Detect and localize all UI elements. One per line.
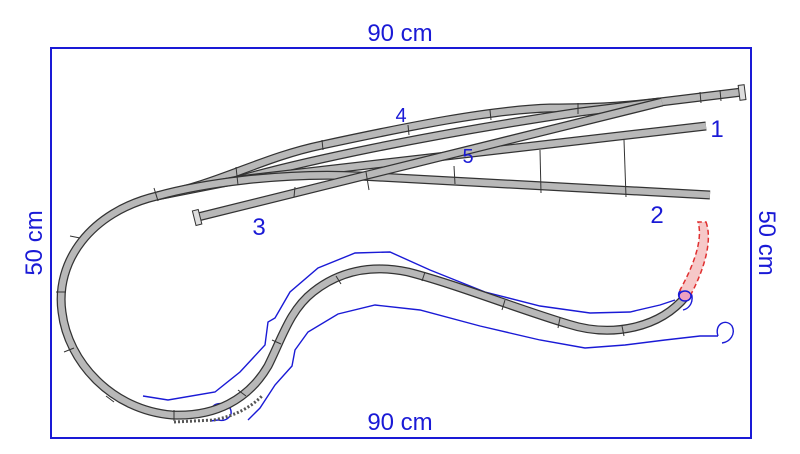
buffer-stop-track-4 [737,84,747,101]
track-label-1: 1 [710,116,723,143]
dimension-bottom: 90 cm [367,409,432,436]
track-label-2: 2 [650,202,663,229]
contour-hook-right [716,321,734,344]
track-main-loop [57,192,689,419]
dimension-top: 90 cm [367,20,432,47]
uncoupler-marker [678,290,692,302]
flex-track-section [173,394,264,424]
track-2 [156,171,711,200]
buffer-stop-track-3 [191,208,203,227]
track-network [56,84,747,424]
track-label-3: 3 [252,214,265,241]
contour-line-inner [247,304,718,421]
contour-hook-top [677,288,693,311]
dimension-right: 50 cm [753,210,780,275]
track-3 [197,98,663,221]
contour-line-outer [142,251,676,401]
track-label-5: 5 [462,146,473,168]
track-joints [56,89,722,421]
planned-track-extension [678,221,710,298]
board-outline [50,47,752,439]
dimension-left: 50 cm [21,210,48,275]
track-label-4: 4 [395,105,406,127]
